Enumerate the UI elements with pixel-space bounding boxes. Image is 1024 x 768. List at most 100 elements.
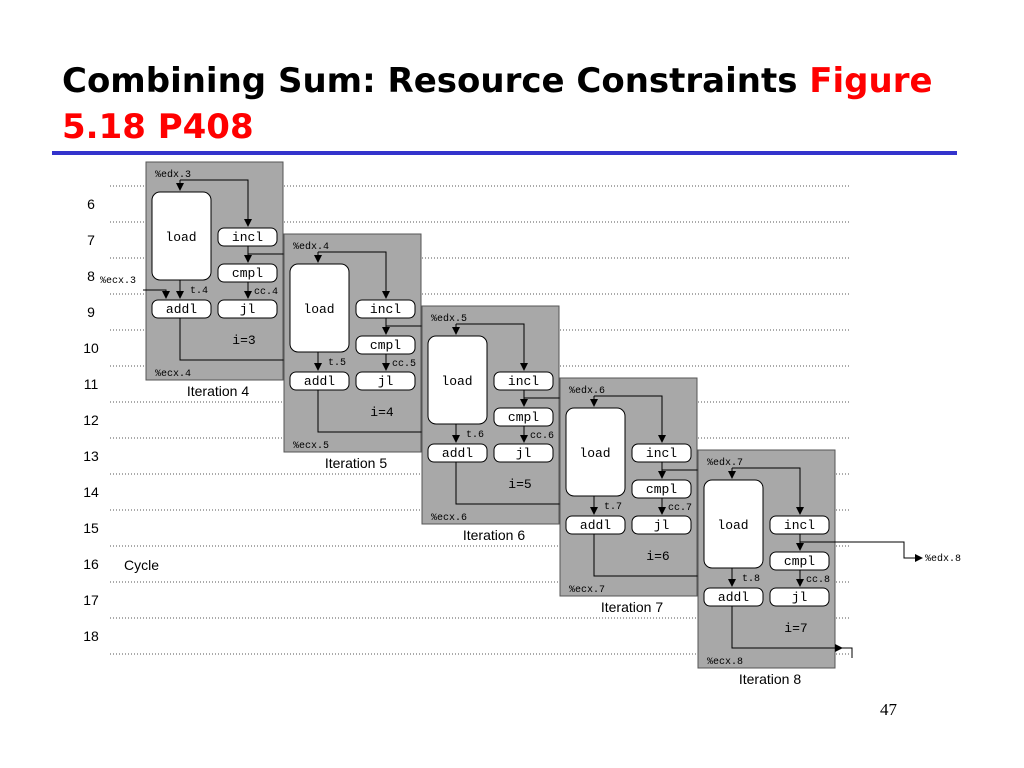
- edx-in-label: %edx.4: [293, 241, 329, 253]
- jl-op-label: jl: [792, 590, 808, 605]
- load-op: [289, 263, 350, 353]
- addl-op: [565, 515, 626, 535]
- cc-label: cc.4: [254, 287, 278, 298]
- cycle-label: 6: [87, 196, 95, 212]
- cmpl-op: [355, 335, 416, 355]
- cmpl-op-label: cmpl: [784, 554, 815, 569]
- ecx-out-label: %ecx.8: [707, 657, 743, 668]
- cycle-label: 15: [83, 520, 99, 536]
- jl-op-label: jl: [516, 446, 532, 461]
- t-label: t.8: [742, 574, 760, 585]
- jl-op-label: jl: [654, 518, 670, 533]
- cmpl-op: [217, 263, 278, 283]
- t-label: t.6: [466, 430, 484, 441]
- iteration-block: Iteration 7 %edx.6 t.7 cc.7 load incl cmpl addl…: [559, 377, 802, 615]
- iteration-label: Iteration 6: [463, 527, 525, 543]
- cycle-label: 8: [87, 268, 95, 284]
- cycle-label: 14: [83, 484, 99, 500]
- edx-out-label: %edx.8: [925, 553, 961, 565]
- load-op: [565, 407, 626, 497]
- incl-op-label: incl: [784, 518, 815, 533]
- addl-op: [427, 443, 488, 463]
- t-label: t.7: [604, 502, 622, 513]
- iteration-label: Iteration 7: [601, 599, 663, 615]
- cmpl-op-label: cmpl: [370, 338, 401, 353]
- edx-to-incl-wire: [180, 179, 252, 227]
- cycle-label: 9: [87, 304, 95, 320]
- incl-op-label: incl: [370, 302, 401, 317]
- loop-index-label: i=7: [784, 621, 807, 636]
- edx-in-label: %edx.7: [707, 457, 743, 469]
- cycle-label: 16: [83, 556, 99, 572]
- incl-op-label: incl: [646, 446, 677, 461]
- edx-to-incl-wire: [456, 323, 528, 371]
- load-op-label: load: [717, 518, 748, 533]
- edx-out-wire: [800, 541, 923, 562]
- iteration-label: Iteration 5: [325, 455, 387, 471]
- t-label: t.4: [190, 286, 208, 297]
- ecx-in-wire: [143, 289, 170, 299]
- cc-label: cc.6: [530, 431, 554, 442]
- load-op-label: load: [165, 230, 196, 245]
- incl-op: [217, 227, 278, 247]
- cmpl-op: [769, 551, 830, 571]
- cycle-label: 18: [83, 628, 99, 644]
- addl-op: [289, 371, 350, 391]
- addl-op-label: addl: [166, 302, 197, 317]
- edx-in-label: %edx.6: [569, 385, 605, 397]
- incl-op: [493, 371, 554, 391]
- incl-op-label: incl: [232, 230, 263, 245]
- cycle-label: 17: [83, 592, 99, 608]
- edx-in-label: %edx.5: [431, 313, 467, 325]
- loop-index-label: i=3: [232, 333, 255, 348]
- loop-index-label: i=4: [370, 405, 394, 420]
- cc-label: cc.8: [806, 575, 830, 586]
- addl-op-label: addl: [304, 374, 335, 389]
- edx-to-incl-wire: [732, 467, 804, 515]
- load-op: [427, 335, 488, 425]
- ecx-out-label: %ecx.5: [293, 441, 329, 452]
- addl-op-label: addl: [442, 446, 473, 461]
- cycle-label: 10: [83, 340, 99, 356]
- jl-op: [493, 443, 554, 463]
- title-rule: [52, 151, 957, 155]
- cycle-label: 7: [87, 232, 95, 248]
- addl-op: [703, 587, 764, 607]
- jl-op: [217, 299, 278, 319]
- jl-op: [631, 515, 692, 535]
- incl-op: [631, 443, 692, 463]
- addl-out-wire: [731, 606, 843, 652]
- t-label: t.5: [328, 358, 346, 369]
- cc-label: cc.7: [668, 503, 692, 514]
- cmpl-op-label: cmpl: [508, 410, 539, 425]
- title-figure-a: Figure: [809, 61, 933, 101]
- edx-to-incl-wire: [318, 251, 390, 299]
- jl-op: [355, 371, 416, 391]
- ecx-out-label: %ecx.4: [155, 369, 191, 380]
- load-op: [703, 479, 764, 569]
- addl-op: [151, 299, 212, 319]
- cmpl-op-label: cmpl: [646, 482, 677, 497]
- cycle-label: 13: [83, 448, 99, 464]
- title-figure-b: 5.18 P408: [62, 107, 254, 147]
- incl-op: [769, 515, 830, 535]
- incl-op-label: incl: [508, 374, 539, 389]
- edx-in-label: %edx.3: [155, 169, 191, 181]
- iteration-block: Iteration 6 %edx.5 t.6 cc.6 load incl cmpl addl…: [421, 305, 664, 543]
- slide-title: Combining Sum: Resource Constraints Figu…: [62, 58, 962, 150]
- ecx-out-label: %ecx.7: [569, 585, 605, 596]
- load-op-label: load: [579, 446, 610, 461]
- cmpl-op: [493, 407, 554, 427]
- jl-op: [769, 587, 830, 607]
- addl-op-label: addl: [580, 518, 611, 533]
- load-op: [151, 191, 212, 281]
- edx-to-incl-wire: [594, 395, 666, 443]
- cycle-label: 11: [84, 376, 99, 392]
- load-op-label: load: [441, 374, 472, 389]
- loop-index-label: i=5: [508, 477, 531, 492]
- loop-index-label: i=6: [646, 549, 669, 564]
- jl-op-label: jl: [240, 302, 256, 317]
